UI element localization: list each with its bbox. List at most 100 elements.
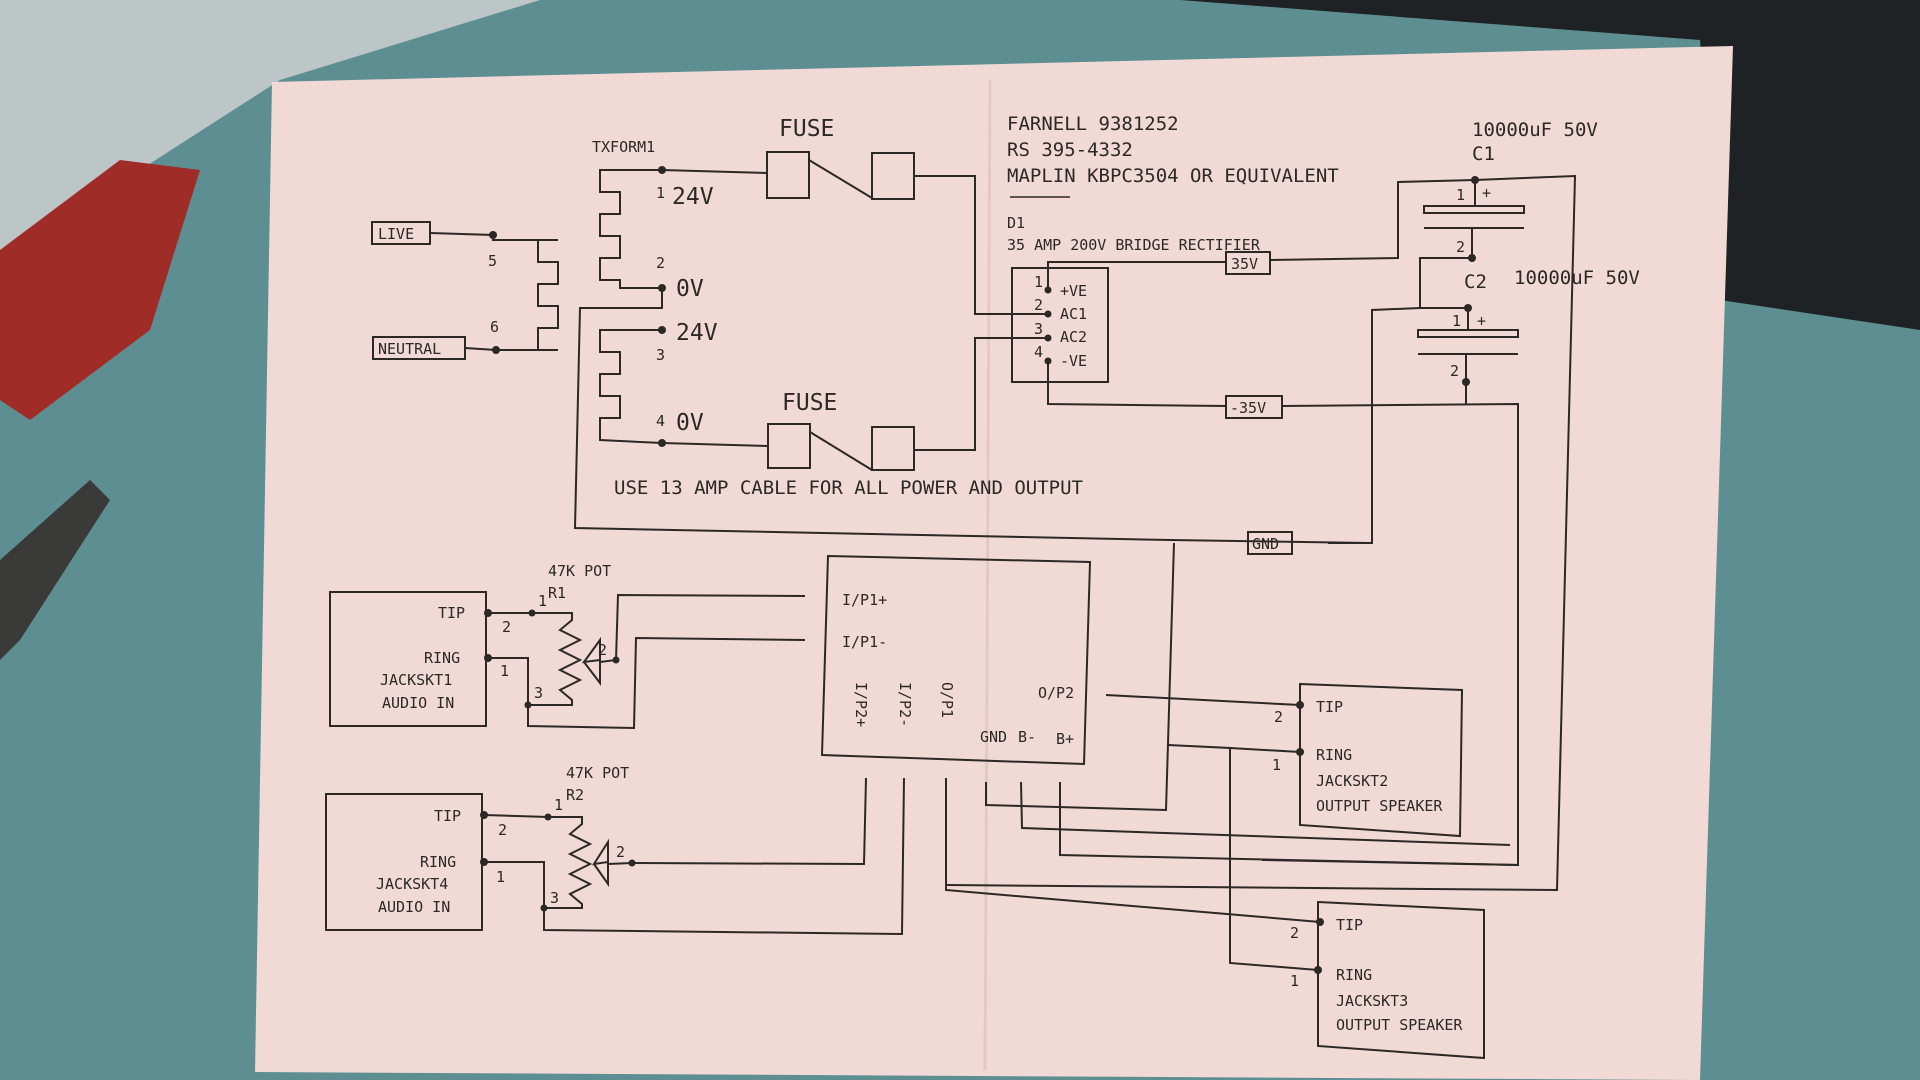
jack1-ring: RING	[424, 649, 460, 667]
secondary-winding-top	[599, 169, 662, 289]
amp-bpos: B+	[1056, 730, 1074, 748]
pot-r2-wiper	[591, 838, 609, 888]
wire-cap-gnd	[1328, 307, 1421, 544]
rect-pin2: 2	[1034, 296, 1043, 314]
c2-pin1: 1	[1452, 312, 1461, 330]
c2-ref: C2	[1464, 271, 1487, 293]
pin5-node	[489, 231, 497, 239]
power-section: TXFORM1 LIVE NEUTRAL 5 6 1 2 3 4 24V 0V …	[371, 116, 1371, 544]
amp-ip1p: I/P1+	[842, 591, 887, 609]
c1-plus: +	[1482, 184, 1491, 202]
wire-neg-out	[1047, 361, 1227, 407]
wire-35v-to-c1	[1269, 179, 1476, 261]
amp-op2-wire	[1105, 694, 1301, 706]
jack3-name: JACKSKT3	[1336, 992, 1408, 1010]
jack1-tip: TIP	[438, 604, 465, 622]
jack4-desc: AUDIO IN	[378, 898, 450, 916]
jack3-tip: TIP	[1336, 916, 1363, 934]
r1-pin3: 3	[534, 684, 543, 702]
wire-r2-to-ip2n	[543, 777, 905, 936]
sec-pin3: 3	[656, 346, 665, 364]
jack2-name: JACKSKT2	[1316, 772, 1388, 790]
capacitor-section: 10000uF 50V C1 1 + 2 C2 10000uF 50V 1 + …	[946, 119, 1640, 892]
amp-op1-wire	[945, 778, 1321, 923]
amp-ip2n: I/P2-	[896, 682, 914, 727]
wire-c1-c2	[1419, 257, 1472, 309]
rectifier-box	[1011, 267, 1109, 383]
paper-sheet	[255, 46, 1733, 1080]
wire-pos-out	[1047, 261, 1226, 290]
r2-pin2: 2	[616, 843, 625, 861]
r2-ring-pin: 1	[496, 868, 505, 886]
jack3-box	[1317, 900, 1485, 1060]
jack1-name: JACKSKT1	[380, 671, 452, 689]
neutral-label: NEUTRAL	[378, 340, 441, 358]
jack4-tip: TIP	[434, 807, 461, 825]
amp-ip2p: I/P2+	[852, 682, 870, 727]
label-24v-bottom: 24V	[676, 320, 718, 346]
r1-tip-pin: 2	[502, 618, 511, 636]
jack2-pin1: 1	[1272, 756, 1281, 774]
ground-return-wire	[573, 288, 1371, 544]
c2-plus: +	[1477, 312, 1486, 330]
ring-common-wire	[1167, 744, 1319, 971]
r2-tip-pin: 2	[498, 821, 507, 839]
paper-fold	[983, 79, 992, 1071]
jack3-ring-node	[1314, 966, 1322, 974]
c1-value: 10000uF 50V	[1472, 119, 1598, 141]
rail-neg35v-box	[1225, 395, 1283, 419]
jack2-pin2: 2	[1274, 708, 1283, 726]
jack1-desc: AUDIO IN	[382, 694, 454, 712]
r2-ref: R2	[566, 786, 584, 804]
rect-text-line1: FARNELL 9381252	[1007, 113, 1179, 135]
rect-pin3: 3	[1034, 320, 1043, 338]
wire-r1-to-ip1p	[599, 593, 806, 663]
secondary-winding-bottom	[599, 329, 663, 444]
sec-pin4: 4	[656, 412, 665, 430]
r1-pin1-node	[528, 609, 536, 617]
amp-op2: O/P2	[1038, 684, 1074, 702]
live-label: LIVE	[378, 225, 414, 243]
c2-plate-top	[1417, 329, 1519, 338]
c1-ref: C1	[1472, 143, 1495, 165]
wire-r2-to-ip2p	[607, 777, 867, 866]
jack3-desc: OUTPUT SPEAKER	[1336, 1016, 1463, 1034]
jack2-box	[1299, 682, 1464, 838]
wire-to-fuse-bottom	[661, 442, 769, 447]
pot-r2	[483, 814, 593, 909]
fuse-bottom-right	[871, 426, 915, 471]
pin6-label: 6	[490, 318, 499, 336]
jack3-pin2: 2	[1290, 924, 1299, 942]
rect-pin4-label: -VE	[1060, 352, 1087, 370]
transformer-label: TXFORM1	[592, 138, 655, 156]
r2-pin3: 3	[550, 889, 559, 907]
label-0v-top: 0V	[676, 276, 704, 302]
pot-r1	[488, 612, 583, 706]
amp-op1: O/P1	[938, 682, 956, 718]
amplifier-section: I/P1+ I/P1- O/P2 GND B- B+ I/P2+ I/P2- O…	[820, 542, 1519, 971]
metal-tool	[0, 480, 110, 660]
r2-value: 47K POT	[566, 764, 629, 782]
jack4-name: JACKSKT4	[376, 875, 448, 893]
rect-pin3-label: AC2	[1060, 328, 1087, 346]
wire-to-fuse-top	[661, 169, 768, 174]
plastic-bag	[0, 0, 540, 260]
rect-text-line2: RS 395-4332	[1007, 139, 1133, 161]
c1-pin2: 2	[1456, 238, 1465, 256]
amp-gnd: GND	[980, 728, 1007, 746]
fuse-top-left	[766, 151, 810, 199]
amp-bneg: B-	[1018, 728, 1036, 746]
c2-pin2: 2	[1450, 362, 1459, 380]
r1-ref: R1	[548, 584, 566, 602]
fuse-top-label: FUSE	[779, 116, 834, 142]
r2-pin1: 1	[554, 796, 563, 814]
wire-r1-to-ip1n	[527, 636, 806, 730]
sec-pin2: 2	[656, 254, 665, 272]
r2-pin1-node	[544, 813, 552, 821]
rect-pin4: 4	[1034, 343, 1043, 361]
c2-value: 10000uF 50V	[1514, 267, 1640, 289]
rail-35v-label: 35V	[1231, 255, 1258, 273]
rect-pin2-label: AC1	[1060, 305, 1087, 323]
amplifier-box	[820, 554, 1092, 766]
node-24v-bottom	[658, 326, 666, 334]
